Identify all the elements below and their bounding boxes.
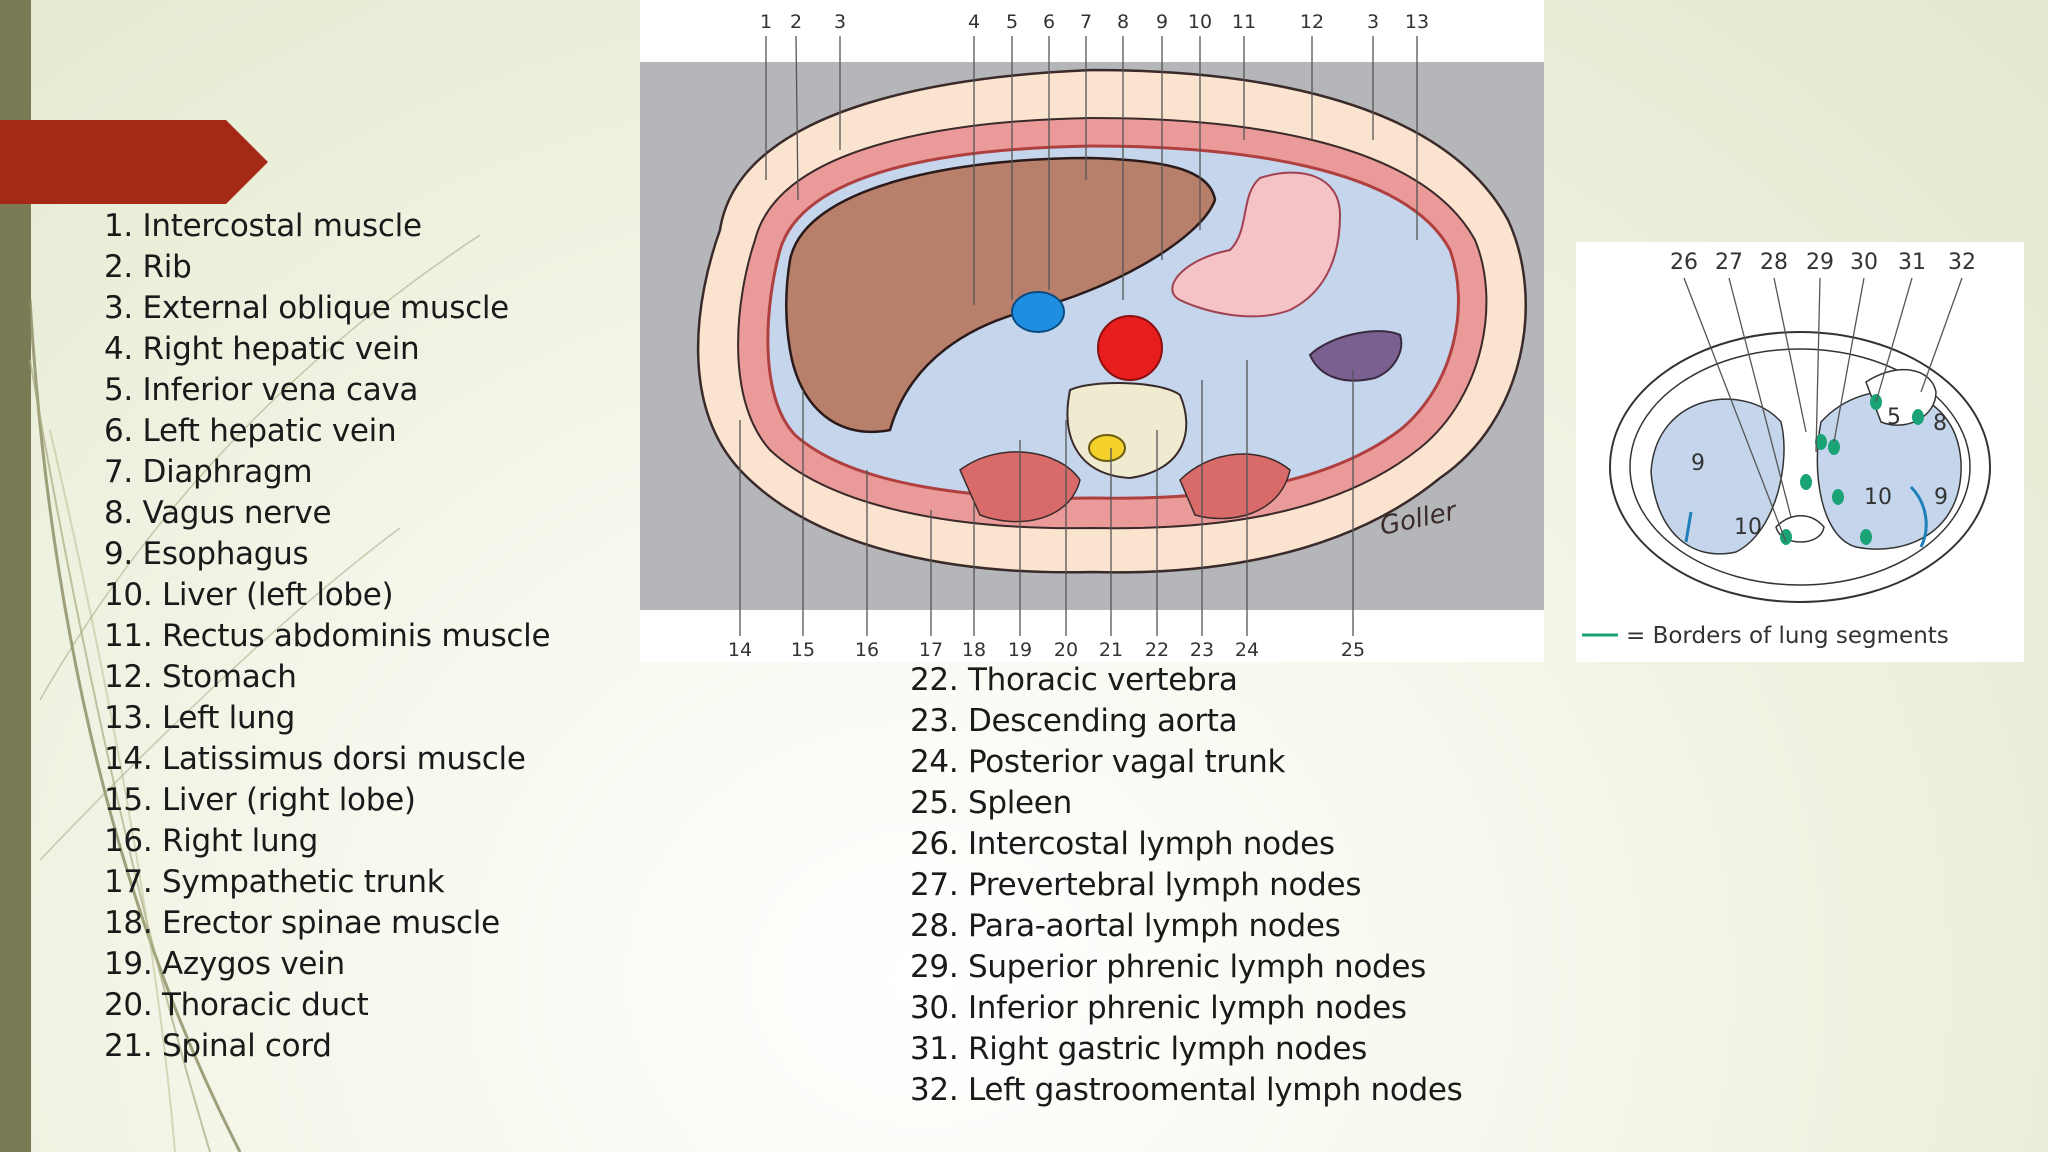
leader-line (1920, 277, 1963, 393)
main-top-label: 4 (968, 11, 980, 33)
legend-list-left: 1. Intercostal muscle 2. Rib 3. External o… (104, 206, 551, 1067)
segment-label: 10 (1864, 485, 1892, 510)
legend-item: 11. Rectus abdominis muscle (104, 618, 551, 654)
legend-item: 22. Thoracic vertebra (910, 662, 1238, 698)
leader-line (1773, 277, 1807, 433)
segment-label: 10 (1734, 515, 1762, 540)
main-top-label: 10 (1188, 11, 1212, 33)
inset-top-label: 26 (1670, 250, 1698, 275)
legend-item: 12. Stomach (104, 659, 297, 695)
leader-line (1683, 277, 1787, 543)
main-bottom-label: 20 (1054, 639, 1078, 661)
main-top-label: 7 (1080, 11, 1092, 33)
legend-item: 19. Azygos vein (104, 946, 345, 982)
main-bottom-label: 16 (855, 639, 879, 661)
main-top-label: 3 (834, 11, 846, 33)
legend-item: 27. Prevertebral lymph nodes (910, 867, 1362, 903)
leader-line (1875, 277, 1913, 403)
legend-item: 1. Intercostal muscle (104, 208, 422, 244)
legend-item: 23. Descending aorta (910, 703, 1238, 739)
leader-line (795, 35, 799, 201)
segment-label: 5 (1887, 405, 1901, 430)
main-bottom-label: 21 (1099, 639, 1123, 661)
legend-item: 32. Left gastroomental lymph nodes (910, 1072, 1463, 1108)
inset-segment-labels: 9 10 5 8 10 9 (1691, 405, 1948, 540)
inset-top-label: 31 (1898, 250, 1926, 275)
main-bottom-label: 24 (1235, 639, 1259, 661)
inset-lymph-node-figure: 26 27 28 29 30 31 32 9 10 5 8 10 9 = Borders of lun… (1576, 242, 2024, 662)
legend-item: 21. Spinal cord (104, 1028, 332, 1064)
main-top-label: 11 (1232, 11, 1256, 33)
lymph-node-marker (1828, 439, 1840, 455)
legend-item: 13. Left lung (104, 700, 296, 736)
main-top-label: 5 (1006, 11, 1018, 33)
main-top-label: 1 (760, 11, 772, 33)
lymph-node-marker (1912, 409, 1924, 425)
inset-top-label: 29 (1806, 250, 1834, 275)
main-bottom-labels: 14 15 16 17 18 19 20 21 22 23 24 25 (728, 360, 1365, 661)
legend-item: 14. Latissimus dorsi muscle (104, 741, 526, 777)
lymph-node-marker (1860, 529, 1872, 545)
main-top-label: 3 (1367, 11, 1379, 33)
legend-item: 30. Inferior phrenic lymph nodes (910, 990, 1407, 1026)
main-bottom-label: 17 (919, 639, 943, 661)
lymph-node-marker (1815, 434, 1827, 450)
legend-item: 26. Intercostal lymph nodes (910, 826, 1335, 862)
leader-line (1728, 277, 1792, 518)
main-bottom-label: 25 (1341, 639, 1365, 661)
legend-list-right: 22. Thoracic vertebra 23. Descending aort… (910, 660, 1463, 1111)
legend-item: 17. Sympathetic trunk (104, 864, 445, 900)
main-bottom-label: 15 (791, 639, 815, 661)
legend-item: 7. Diaphragm (104, 454, 313, 490)
legend-item: 5. Inferior vena cava (104, 372, 419, 408)
legend-item: 29. Superior phrenic lymph nodes (910, 949, 1427, 985)
main-top-label: 13 (1405, 11, 1429, 33)
lymph-node-markers (1780, 394, 1924, 545)
legend-item: 28. Para-aortal lymph nodes (910, 908, 1341, 944)
main-top-label: 2 (790, 11, 802, 33)
inset-top-labels: 26 27 28 29 30 31 32 (1670, 250, 1976, 543)
segment-label: 8 (1933, 411, 1947, 436)
main-bottom-label: 23 (1190, 639, 1214, 661)
main-bottom-label: 22 (1145, 639, 1169, 661)
main-bottom-label: 19 (1008, 639, 1032, 661)
main-bottom-label: 14 (728, 639, 752, 661)
segment-label: 9 (1691, 451, 1705, 476)
legend-item: 24. Posterior vagal trunk (910, 744, 1286, 780)
inset-top-label: 27 (1715, 250, 1743, 275)
legend-item: 31. Right gastric lymph nodes (910, 1031, 1368, 1067)
leader-line (1815, 277, 1821, 453)
lymph-node-marker (1832, 489, 1844, 505)
inset-top-label: 28 (1760, 250, 1788, 275)
inset-drawing: 26 27 28 29 30 31 32 9 10 5 8 10 9 = Borders of lun… (1582, 250, 1991, 649)
main-top-label: 12 (1300, 11, 1324, 33)
main-top-label: 8 (1117, 11, 1129, 33)
segment-border-legend: = Borders of lung segments (1626, 623, 1949, 649)
legend-item: 20. Thoracic duct (104, 987, 369, 1023)
leader-line (1833, 277, 1865, 443)
main-bottom-label: 18 (962, 639, 986, 661)
legend-item: 9. Esophagus (104, 536, 309, 572)
segment-label: 9 (1934, 485, 1948, 510)
red-arrow-banner (0, 120, 268, 204)
legend-item: 25. Spleen (910, 785, 1072, 821)
inset-top-label: 32 (1948, 250, 1976, 275)
main-top-label: 9 (1156, 11, 1168, 33)
legend-item: 10. Liver (left lobe) (104, 577, 394, 613)
legend-item: 8. Vagus nerve (104, 495, 332, 531)
legend-item: 6. Left hepatic vein (104, 413, 397, 449)
inset-top-label: 30 (1850, 250, 1878, 275)
legend-item: 16. Right lung (104, 823, 319, 859)
legend-item: 4. Right hepatic vein (104, 331, 420, 367)
legend-item: 2. Rib (104, 249, 192, 285)
legend-item: 15. Liver (right lobe) (104, 782, 416, 818)
legend-item: 18. Erector spinae muscle (104, 905, 500, 941)
main-top-label: 6 (1043, 11, 1055, 33)
legend-item: 3. External oblique muscle (104, 290, 509, 326)
lymph-node-marker (1800, 474, 1812, 490)
